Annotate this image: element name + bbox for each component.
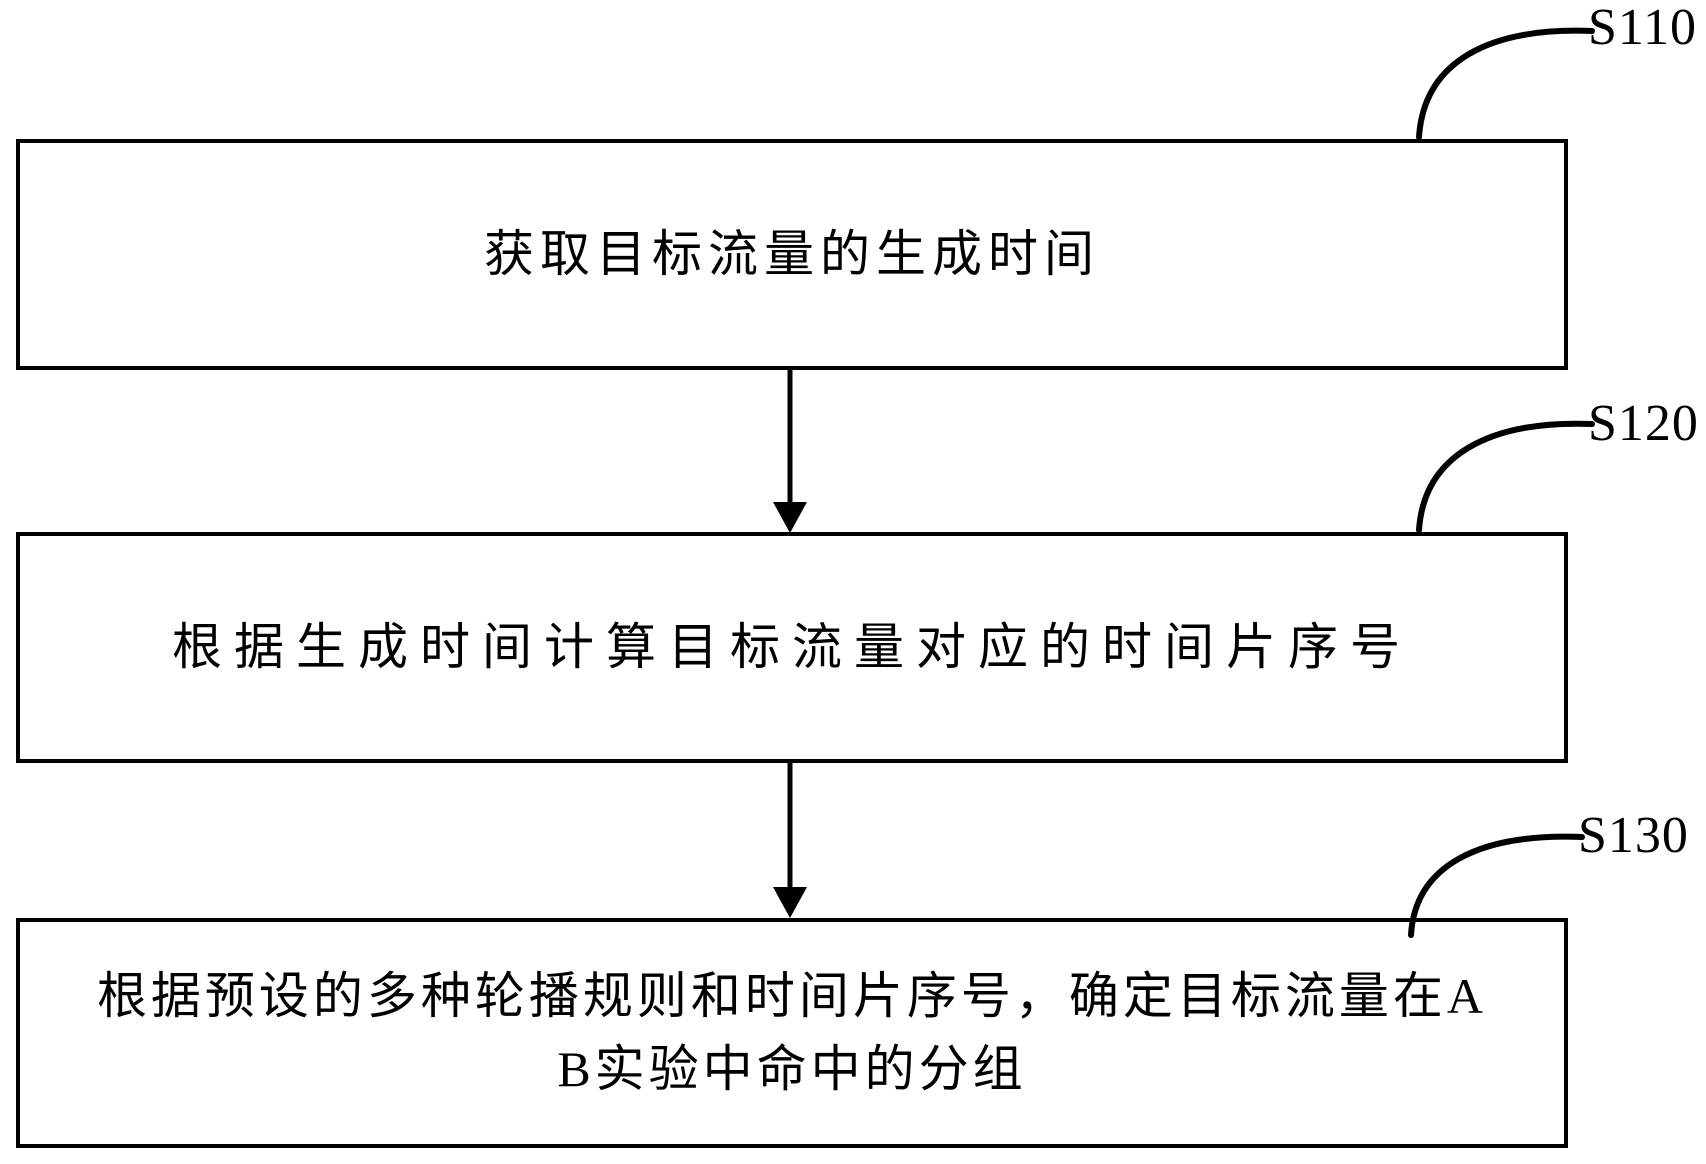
step-label-s120: S120: [1588, 395, 1699, 452]
flow-step-text-s130-line2: B实验中命中的分组: [557, 1041, 1027, 1097]
flow-step-box-s130: 根据预设的多种轮播规则和时间片序号，确定目标流量在A B实验中命中的分组: [16, 918, 1568, 1148]
flow-step-box-s120: 根据生成时间计算目标流量对应的时间片序号: [16, 532, 1568, 763]
down-arrow-1: [773, 370, 807, 533]
flow-step-text-s110: 获取目标流量的生成时间: [484, 226, 1100, 282]
flow-step-text-s120: 根据生成时间计算目标流量对应的时间片序号: [172, 619, 1412, 675]
leader-curve-s120: [1416, 420, 1595, 533]
down-arrowhead-2-icon: [773, 887, 807, 918]
down-arrowhead-1-icon: [773, 502, 807, 533]
flow-step-text-s130-line1: 根据预设的多种轮播规则和时间片序号，确定目标流量在A: [96, 968, 1488, 1024]
flow-step-box-s110: 获取目标流量的生成时间: [16, 139, 1568, 370]
step-label-s110: S110: [1588, 0, 1697, 56]
down-arrow-2: [773, 763, 807, 918]
leader-curve-s110: [1416, 27, 1595, 140]
step-label-s130: S130: [1578, 807, 1689, 864]
